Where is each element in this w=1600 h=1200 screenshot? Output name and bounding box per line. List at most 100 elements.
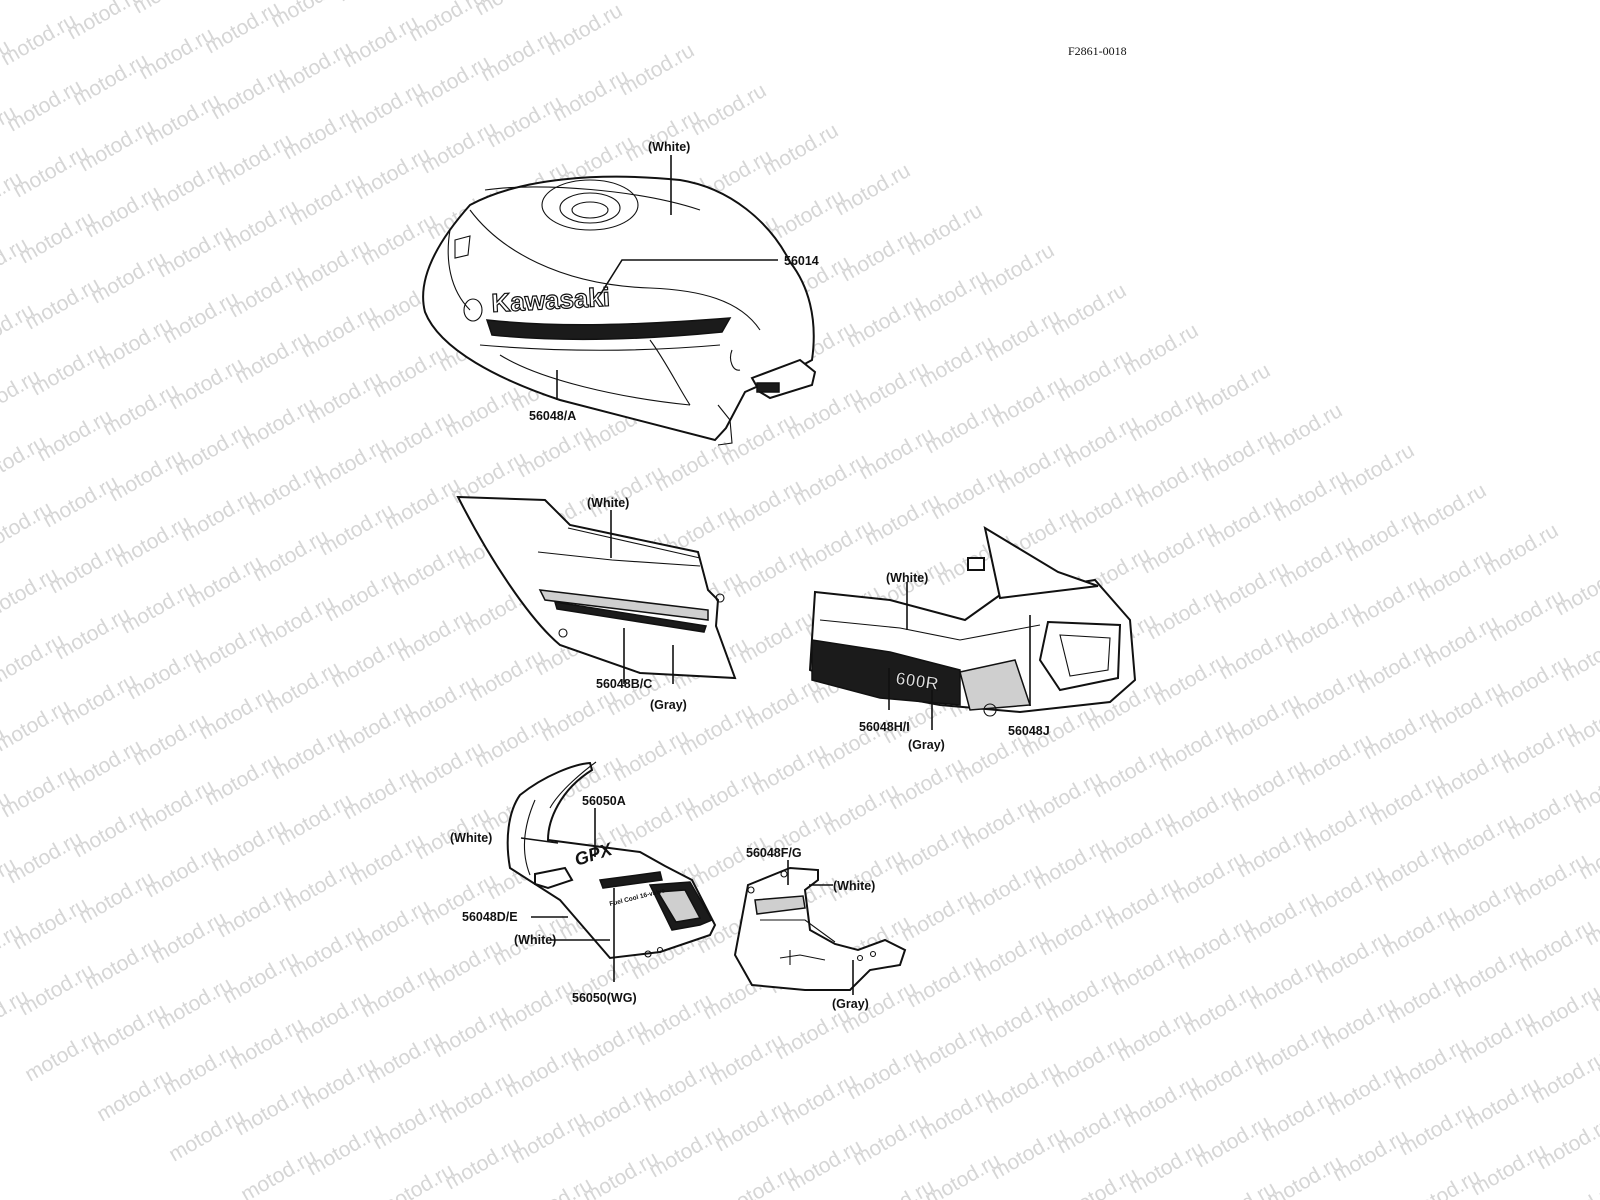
watermark-text: motod.ru [513, 1173, 596, 1200]
watermark-text: motod.ru [261, 657, 344, 718]
label-fairing-color-top: (White) [450, 831, 492, 845]
watermark-text: motod.ru [21, 1025, 104, 1086]
watermark-text: motod.ru [465, 645, 548, 706]
watermark-text: motod.ru [549, 65, 632, 126]
watermark-text: motod.ru [297, 301, 380, 362]
watermark-text: motod.ru [1149, 649, 1232, 710]
watermark-text: motod.ru [429, 1001, 512, 1062]
watermark-text: motod.ru [1371, 835, 1454, 896]
watermark-text: motod.ru [1125, 1137, 1208, 1198]
watermark-text: motod.ru [159, 1039, 242, 1100]
watermark-text: motod.ru [285, 169, 368, 230]
watermark-text: motod.ru [891, 819, 974, 880]
watermark-text: motod.ru [885, 753, 968, 814]
watermark-text: motod.ru [339, 763, 422, 824]
watermark-text: motod.ru [75, 867, 158, 928]
watermark-text: motod.ru [1167, 847, 1250, 908]
watermark-text: motod.ru [849, 357, 932, 418]
watermark-text: motod.ru [1449, 941, 1532, 1002]
watermark-text: motod.ru [207, 815, 290, 876]
watermark-text: motod.ru [441, 381, 524, 442]
watermark-text: motod.ru [1179, 979, 1262, 1040]
watermark-text: motod.ru [543, 0, 626, 60]
watermark-text: motod.ru [273, 37, 356, 98]
watermark-text: motod.ru [915, 331, 998, 392]
watermark-text: motod.ru [237, 1145, 320, 1200]
watermark-text: motod.ru [909, 1017, 992, 1078]
label-sidecover-color-top: (White) [587, 496, 629, 510]
watermark-text: motod.ru [291, 987, 374, 1048]
watermark-text: motod.ru [135, 775, 218, 836]
watermark-text: motod.ru [927, 463, 1010, 524]
watermark-text: motod.ru [231, 1079, 314, 1140]
watermark-text: motod.ru [1125, 385, 1208, 446]
watermark-text: motod.ru [87, 999, 170, 1060]
watermark-text: motod.ru [1443, 875, 1526, 936]
watermark-text: motod.ru [1053, 1097, 1136, 1158]
watermark-text: motod.ru [333, 697, 416, 758]
watermark-text: motod.ru [303, 1119, 386, 1180]
watermark-text: motod.ru [825, 845, 908, 906]
watermark-text: motod.ru [483, 91, 566, 152]
watermark-text: motod.ru [15, 959, 98, 1020]
watermark-text: motod.ru [1263, 399, 1346, 460]
label-sidecover-color-bottom: (Gray) [650, 698, 687, 712]
watermark-text: motod.ru [1401, 1165, 1484, 1200]
watermark-text: motod.ru [117, 577, 200, 638]
watermark-text: motod.ru [1329, 1125, 1412, 1186]
watermark-text: motod.ru [135, 23, 218, 84]
watermark-text: motod.ru [1383, 967, 1466, 1028]
watermark-text: motod.ru [327, 631, 410, 692]
watermark-text: motod.ru [1113, 1005, 1196, 1066]
watermark-text: motod.ru [93, 1065, 176, 1126]
label-tank-lower: 56048/A [529, 409, 576, 423]
watermark-text: motod.ru [195, 683, 278, 744]
watermark-text: motod.ru [1467, 1139, 1550, 1200]
watermark-text: motod.ru [111, 511, 194, 572]
watermark-text: motod.ru [783, 1135, 866, 1196]
watermark-text: motod.ru [291, 235, 374, 296]
watermark-text: motod.ru [21, 273, 104, 334]
watermark-text: motod.ru [369, 341, 452, 402]
watermark-text: motod.ru [417, 117, 500, 178]
watermark-text: motod.ru [1353, 637, 1436, 698]
watermark-text: motod.ru [321, 565, 404, 626]
watermark-text: motod.ru [861, 489, 944, 550]
watermark-text: motod.ru [51, 603, 134, 664]
watermark-text: motod.ru [1227, 755, 1310, 816]
watermark-text: motod.ru [69, 49, 152, 110]
watermark-text: motod.ru [219, 195, 302, 256]
watermark-text: motod.ru [573, 1081, 656, 1142]
watermark-text: motod.ru [1323, 1059, 1406, 1120]
watermark-text: motod.ru [1395, 1099, 1478, 1160]
watermark-text: motod.ru [621, 105, 704, 166]
watermark-text: motod.ru [171, 419, 254, 480]
watermark-text: motod.ru [507, 1107, 590, 1168]
watermark-text: motod.ru [1335, 439, 1418, 500]
watermark-text: motod.ru [99, 379, 182, 440]
watermark-text: motod.ru [345, 77, 428, 138]
watermark-text: motod.ru [435, 1067, 518, 1128]
watermark-text: motod.ru [231, 327, 314, 388]
watermark-text: motod.ru [1059, 411, 1142, 472]
watermark-text: motod.ru [1245, 953, 1328, 1014]
watermark-text: motod.ru [1485, 585, 1568, 646]
watermark-text: motod.ru [1341, 505, 1424, 566]
watermark-text: motod.ru [213, 129, 296, 190]
watermark-text: motod.ru [201, 749, 284, 810]
watermark-text: motod.ru [645, 1121, 728, 1182]
watermark-text: motod.ru [915, 1083, 998, 1144]
watermark-text: motod.ru [615, 39, 698, 100]
watermark-text: motod.ru [1311, 927, 1394, 988]
watermark-text: motod.ru [243, 459, 326, 520]
watermark-text: motod.ru [1407, 479, 1490, 540]
watermark-text: motod.ru [897, 885, 980, 946]
watermark-text: motod.ru [333, 0, 416, 6]
watermark-text: motod.ru [609, 725, 692, 786]
watermark-text: motod.ru [297, 1053, 380, 1114]
watermark-text: motod.ru [1197, 425, 1280, 486]
drawing-code: F2861-0018 [1068, 44, 1127, 58]
watermark-text: motod.ru [1155, 715, 1238, 776]
watermark-text: motod.ru [351, 143, 434, 204]
